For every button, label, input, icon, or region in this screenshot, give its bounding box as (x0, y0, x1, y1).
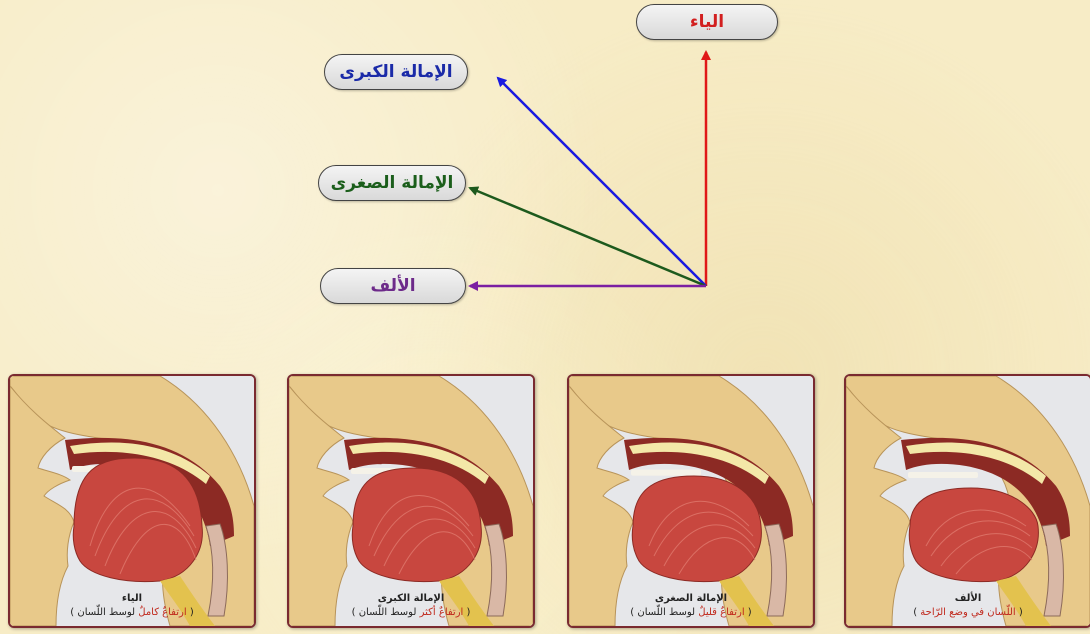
label-alif: الألف (320, 268, 466, 304)
panel-caption: الألف ( اللّسان في وضع الرّاحة ) (846, 592, 1090, 620)
panel-rest: لوسط اللّسان (359, 607, 417, 618)
label-imala-sughra: الإمالة الصغرى (318, 165, 466, 201)
panel-imala-kubra: الإمالة الكبرى ( ارتفاعٌ أكثر لوسط اللّس… (287, 374, 535, 628)
label-imala-kubra: الإمالة الكبرى (324, 54, 468, 90)
panel-caption: الإمالة الصغرى ( ارتفاعٌ قليلٌ لوسط اللّ… (569, 592, 813, 620)
paren-close: ) (913, 607, 917, 618)
mouth-cross-section-illustration (569, 376, 813, 626)
panel-highlight: اللّسان في وضع الرّاحة (920, 607, 1015, 618)
arrow-imala-kubra (498, 78, 706, 286)
panel-description: ( ارتفاعٌ قليلٌ لوسط اللّسان ) (569, 606, 813, 620)
panel-imala-sughra: الإمالة الصغرى ( ارتفاعٌ قليلٌ لوسط اللّ… (567, 374, 815, 628)
panel-rest: لوسط اللّسان (637, 607, 695, 618)
panel-highlight: ارتفاعٌ أكثر (420, 607, 464, 618)
panel-alif: الألف ( اللّسان في وضع الرّاحة ) (844, 374, 1090, 628)
panel-highlight: ارتفاعٌ قليلٌ (698, 607, 744, 618)
panel-caption: الإمالة الكبرى ( ارتفاعٌ أكثر لوسط اللّس… (289, 592, 533, 620)
paren-close: ) (352, 607, 356, 618)
paren-open: ( (748, 607, 752, 618)
panel-title: الإمالة الكبرى (289, 592, 533, 606)
panel-highlight: ارتفاعٌ كاملٌ (138, 607, 186, 618)
panel-description: ( اللّسان في وضع الرّاحة ) (846, 606, 1090, 620)
mouth-cross-section-illustration (846, 376, 1090, 626)
paren-close: ) (70, 607, 74, 618)
label-ya: الياء (636, 4, 778, 40)
arrow-imala-sughra (470, 188, 706, 286)
panel-rest: لوسط اللّسان (77, 607, 135, 618)
mouth-cross-section-illustration (289, 376, 533, 626)
panel-title: الإمالة الصغرى (569, 592, 813, 606)
panel-description: ( ارتفاعٌ أكثر لوسط اللّسان ) (289, 606, 533, 620)
paren-open: ( (1019, 607, 1023, 618)
panel-title: الياء (10, 592, 254, 606)
panel-caption: الياء ( ارتفاعٌ كاملٌ لوسط اللّسان ) (10, 592, 254, 620)
paren-open: ( (190, 607, 194, 618)
paren-close: ) (630, 607, 634, 618)
panel-ya: الياء ( ارتفاعٌ كاملٌ لوسط اللّسان ) (8, 374, 256, 628)
mouth-cross-section-illustration (10, 376, 254, 626)
panel-title: الألف (846, 592, 1090, 606)
panel-description: ( ارتفاعٌ كاملٌ لوسط اللّسان ) (10, 606, 254, 620)
paren-open: ( (467, 607, 471, 618)
